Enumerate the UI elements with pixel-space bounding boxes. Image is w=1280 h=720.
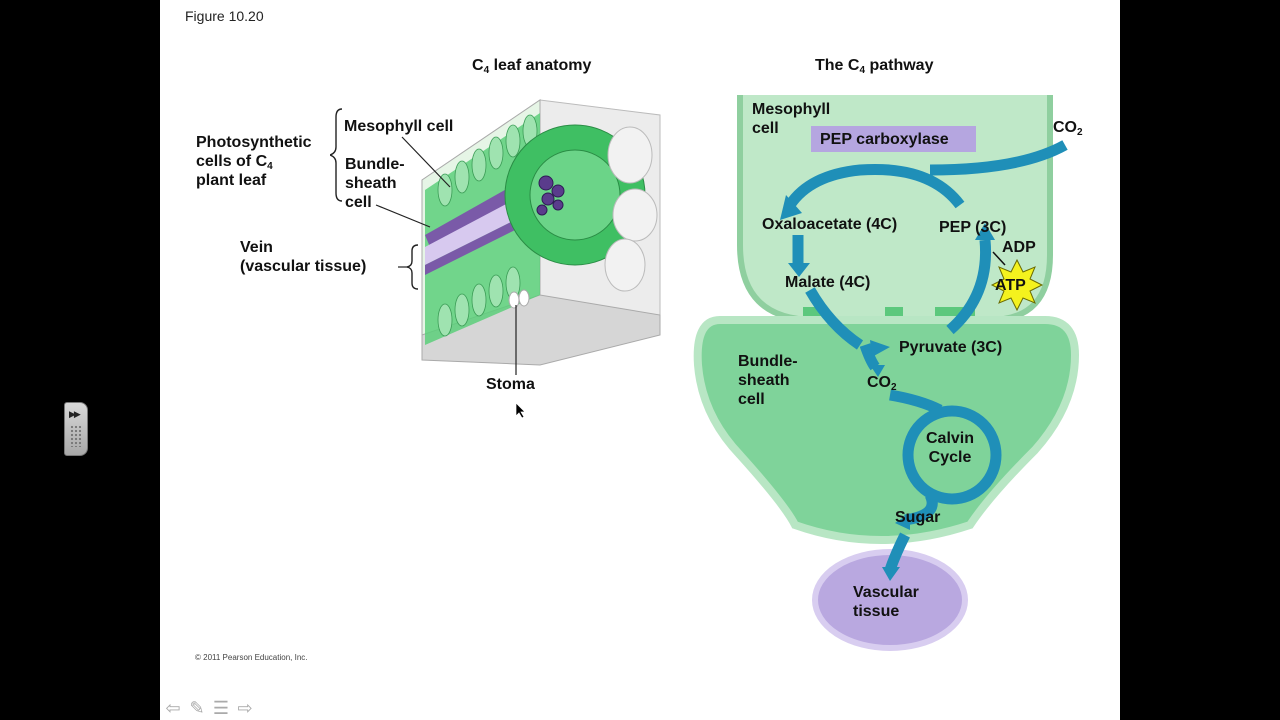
label-line: cells of C4	[196, 152, 312, 172]
label-line: cell	[752, 120, 779, 137]
label-line: (vascular tissue)	[240, 258, 367, 275]
arrowhead	[975, 223, 995, 240]
label-mesophyll-cell-right: Mesophyll cell	[752, 100, 830, 138]
label-line: sheath	[345, 175, 397, 192]
label-pep: PEP (3C)	[939, 219, 1007, 236]
label-co2-bundle: CO2	[867, 373, 897, 393]
label-line: Vascular	[853, 584, 919, 601]
label-line: Photosynthetic	[196, 134, 312, 151]
label-subscript: 4	[267, 161, 273, 172]
label-line: Bundle-	[738, 353, 798, 370]
notes-icon[interactable]: ☰	[212, 697, 230, 718]
label-bundle-sheath-cell: Bundle- sheath cell	[345, 155, 405, 212]
grip-icon	[70, 425, 82, 447]
label-mesophyll-cell: Mesophyll cell	[344, 118, 454, 135]
pen-icon[interactable]: ✎	[189, 697, 205, 718]
label-subscript: 2	[891, 382, 897, 393]
label-oxaloacetate: Oxaloacetate (4C)	[762, 216, 898, 233]
co2-input-arrow	[929, 140, 1068, 176]
label-photosynthetic-cells: Photosynthetic cells of C4 plant leaf	[196, 133, 312, 190]
label-line: tissue	[853, 603, 900, 620]
figure-label: Figure 10.20	[185, 8, 264, 24]
right-panel-title: The C4 pathway	[815, 57, 934, 76]
pep-to-oxaloacetate-arrow	[785, 163, 965, 209]
label-stoma: Stoma	[486, 376, 535, 393]
arrowhead	[788, 263, 810, 277]
label-line: sheath	[738, 372, 790, 389]
title-text: C	[472, 57, 484, 74]
slide-navigation: ⇦ ✎ ☰ ⇨	[163, 697, 255, 719]
label-line: plant leaf	[196, 172, 267, 189]
label-sugar: Sugar	[895, 509, 941, 526]
malate-to-bundle-arrow	[805, 287, 864, 350]
label-subscript: 2	[1077, 127, 1083, 138]
label-calvin-cycle: Calvin Cycle	[926, 429, 974, 467]
title-subscript: 4	[859, 65, 866, 76]
label-line: Vein	[240, 239, 273, 256]
title-text: The C	[815, 57, 860, 74]
left-panel-title: C4 leaf anatomy	[472, 57, 592, 76]
label-adp: ADP	[1002, 239, 1036, 256]
atp-starburst	[990, 258, 1044, 312]
leaf-anatomy-illustration	[330, 99, 661, 375]
title-subscript: 4	[483, 65, 490, 76]
forward-arrow-icon[interactable]: ⇨	[237, 697, 253, 718]
label-line: Cycle	[928, 449, 972, 466]
brace-photosynthetic	[330, 108, 343, 202]
arrowhead	[870, 365, 885, 377]
label-pyruvate: Pyruvate (3C)	[899, 339, 1003, 356]
fast-forward-icon: ▶▶	[69, 409, 81, 419]
arrowhead	[882, 567, 900, 581]
brace-vein	[406, 244, 419, 290]
copyright: © 2011 Pearson Education, Inc.	[195, 653, 308, 662]
label-atp: ATP	[995, 277, 1026, 294]
arrowhead	[870, 340, 890, 357]
label-bundle-sheath-cell-right: Bundle- sheath cell	[738, 352, 798, 409]
pep-carboxylase-box	[811, 126, 976, 152]
calvin-cycle-ring	[902, 405, 1002, 505]
vascular-tissue-shape	[812, 549, 968, 651]
mouse-cursor-icon	[516, 403, 526, 419]
player-side-tab[interactable]: ▶▶	[64, 402, 88, 456]
label-vascular-tissue: Vascular tissue	[853, 583, 919, 621]
label-text: CO	[867, 374, 891, 391]
label-text: cells of C	[196, 153, 268, 170]
title-text: leaf anatomy	[489, 57, 592, 74]
arrowhead	[895, 513, 910, 530]
arrowhead	[780, 195, 802, 220]
label-pep-carboxylase: PEP carboxylase	[820, 131, 949, 148]
label-malate: Malate (4C)	[785, 274, 871, 291]
title-text: pathway	[865, 57, 934, 74]
label-co2-input: CO2	[1053, 118, 1083, 138]
pyruvate-to-pep-arrow	[946, 239, 992, 335]
label-line: Calvin	[926, 430, 975, 447]
label-line: Bundle-	[345, 156, 405, 173]
label-vein: Vein (vascular tissue)	[240, 238, 366, 276]
back-arrow-icon[interactable]: ⇦	[165, 697, 181, 718]
label-line: cell	[738, 391, 765, 408]
label-text: CO	[1053, 119, 1077, 136]
label-line: Mesophyll	[752, 101, 831, 118]
label-line: cell	[345, 194, 372, 211]
